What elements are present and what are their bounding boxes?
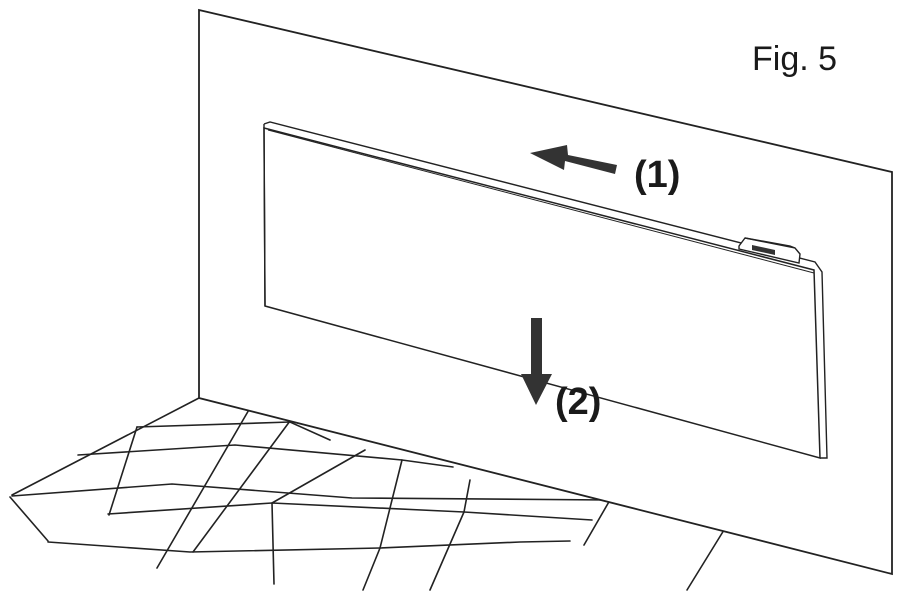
floor-line	[362, 459, 403, 591]
floor-grid	[9, 397, 725, 591]
floor-line	[108, 426, 138, 516]
floor-line	[271, 449, 366, 585]
control-box-top	[744, 237, 796, 249]
arrow-left-icon	[530, 145, 617, 174]
floor-line	[11, 397, 200, 496]
floor-line	[77, 444, 454, 468]
floor-line	[686, 529, 725, 591]
heater-panel	[263, 121, 828, 459]
step-2-label: (2)	[555, 381, 601, 423]
floor-line	[107, 502, 593, 521]
heater-top-edge	[263, 121, 828, 459]
floor-line	[9, 496, 49, 542]
floor-line	[11, 483, 611, 501]
floor-line	[583, 499, 611, 546]
floor-line	[47, 540, 571, 553]
arrow-down-icon	[521, 318, 552, 405]
heater-inner-line	[267, 129, 815, 274]
step-1-label: (1)	[634, 154, 680, 196]
control-display-icon	[752, 245, 775, 255]
heater-left-edge	[263, 124, 266, 307]
floor-line	[429, 479, 471, 591]
floor-line	[192, 420, 291, 553]
figure-label: Fig. 5	[752, 40, 837, 78]
floor-line	[156, 407, 251, 569]
